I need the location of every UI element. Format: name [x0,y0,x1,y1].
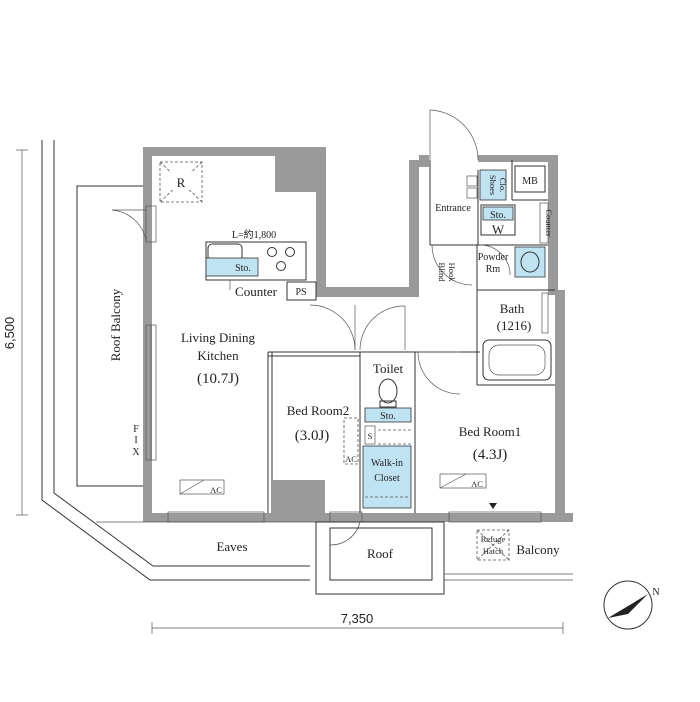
walk-in-closet-line2: Closet [374,473,400,484]
powder-room-line1: Powder [478,252,509,263]
compass-icon [603,580,653,630]
meter-box [514,165,546,193]
walls [143,147,573,522]
compass: N [603,580,660,630]
walk-in-closet-line1: Walk-in [371,458,403,469]
bedroom1-name: Bed Room1 [459,424,521,439]
roof-label: Roof [367,546,394,561]
kitchen-storage-label: Sto. [235,263,251,274]
ac-unit-bedroom2 [343,417,359,465]
shoe-closet-line2: Clo. [498,178,508,192]
ac-label-ldk: AC [210,485,222,495]
fix-label-f: F [133,424,139,435]
bedroom1: Bed Room1 (4.3J) AC [439,424,521,509]
ldk-name-line2: Kitchen [197,348,239,363]
toilet-icon [378,378,398,408]
walk-in-closet [362,445,412,509]
ac-label-bedroom1: AC [471,479,483,489]
toilet-storage [364,407,412,423]
washer-space [480,204,516,236]
refrigerator-label: R [177,175,186,190]
shoe-closet [479,169,507,201]
washer-storage-label: Sto. [490,210,506,221]
washer-label: W [492,222,505,237]
dimension-height: 6,500 [2,149,28,516]
ldk-name-line1: Living Dining [181,330,256,345]
counter-label: Counter [235,284,278,299]
powder-room-line2: Rm [486,264,501,275]
dimension-width: 7,350 [151,611,564,634]
fix-label-i: I [134,435,137,446]
outside-bottom: Eaves Roof Refuge Hatch Balcony [96,521,573,595]
refuge-hatch [476,529,510,561]
bathtub-icon [482,339,552,381]
ac-label-bedroom2: AC [345,454,357,464]
entrance-area: Entrance Shoes Clo. MB Blind Hook [435,165,546,283]
bedroom1-size: (4.3J) [473,447,508,463]
toilet-label: Toilet [373,361,404,376]
stove-icon [267,247,295,271]
powder-counter-label: Counter [544,209,554,237]
bedroom2-size: (3.0J) [295,428,330,444]
toilet-storage-label: Sto. [380,411,396,422]
refuge-hatch-line1: Refuge [481,534,506,544]
width-dimension-text: 7,350 [341,611,374,626]
ldk-size: (10.7J) [197,371,239,387]
partitions [267,160,555,513]
roof-balcony-label: Roof Balcony [108,288,123,361]
bath-size: (1216) [497,318,532,333]
shoe-closet-line1: Shoes [488,175,498,195]
refrigerator-space [159,161,203,203]
blind-hook-line2: Hook [447,263,457,283]
compass-north-label: N [652,587,659,598]
pipe-space-label: PS [295,287,306,298]
ac-unit-bedroom1 [439,473,487,489]
shelf-label: S [368,431,373,441]
balcony-label: Balcony [516,542,560,557]
blind-hook-line1: Blind [437,263,447,283]
kitchen-storage [205,257,259,277]
doors [111,109,511,546]
entrance-label: Entrance [435,203,471,214]
arrow-down-icon [489,503,497,509]
pipe-space [286,281,317,301]
roof-box [315,521,445,595]
refuge-hatch-line2: Hatch [483,546,504,556]
bedroom2: Bed Room2 (3.0J) AC [287,403,359,465]
eaves-label: Eaves [216,539,247,554]
kitchen-length-label: L=約1,800 [232,228,276,241]
height-dimension-text: 6,500 [2,317,17,350]
fix-label-x: X [132,447,140,458]
kitchen-fixtures: R L=約1,800 Sto. Counter PS Living Dining… [132,161,317,495]
powder-room: Powder Rm Counter [478,202,554,278]
ac-unit-ldk [179,479,225,495]
meter-box-label: MB [522,176,538,187]
bath-name: Bath [500,301,525,316]
bath-area: Bath (1216) [482,292,552,381]
washer-area: Sto. W [480,204,516,237]
toilet-area: Toilet Sto. S Walk-in Closet [362,361,412,509]
bedroom2-name: Bed Room2 [287,403,349,418]
